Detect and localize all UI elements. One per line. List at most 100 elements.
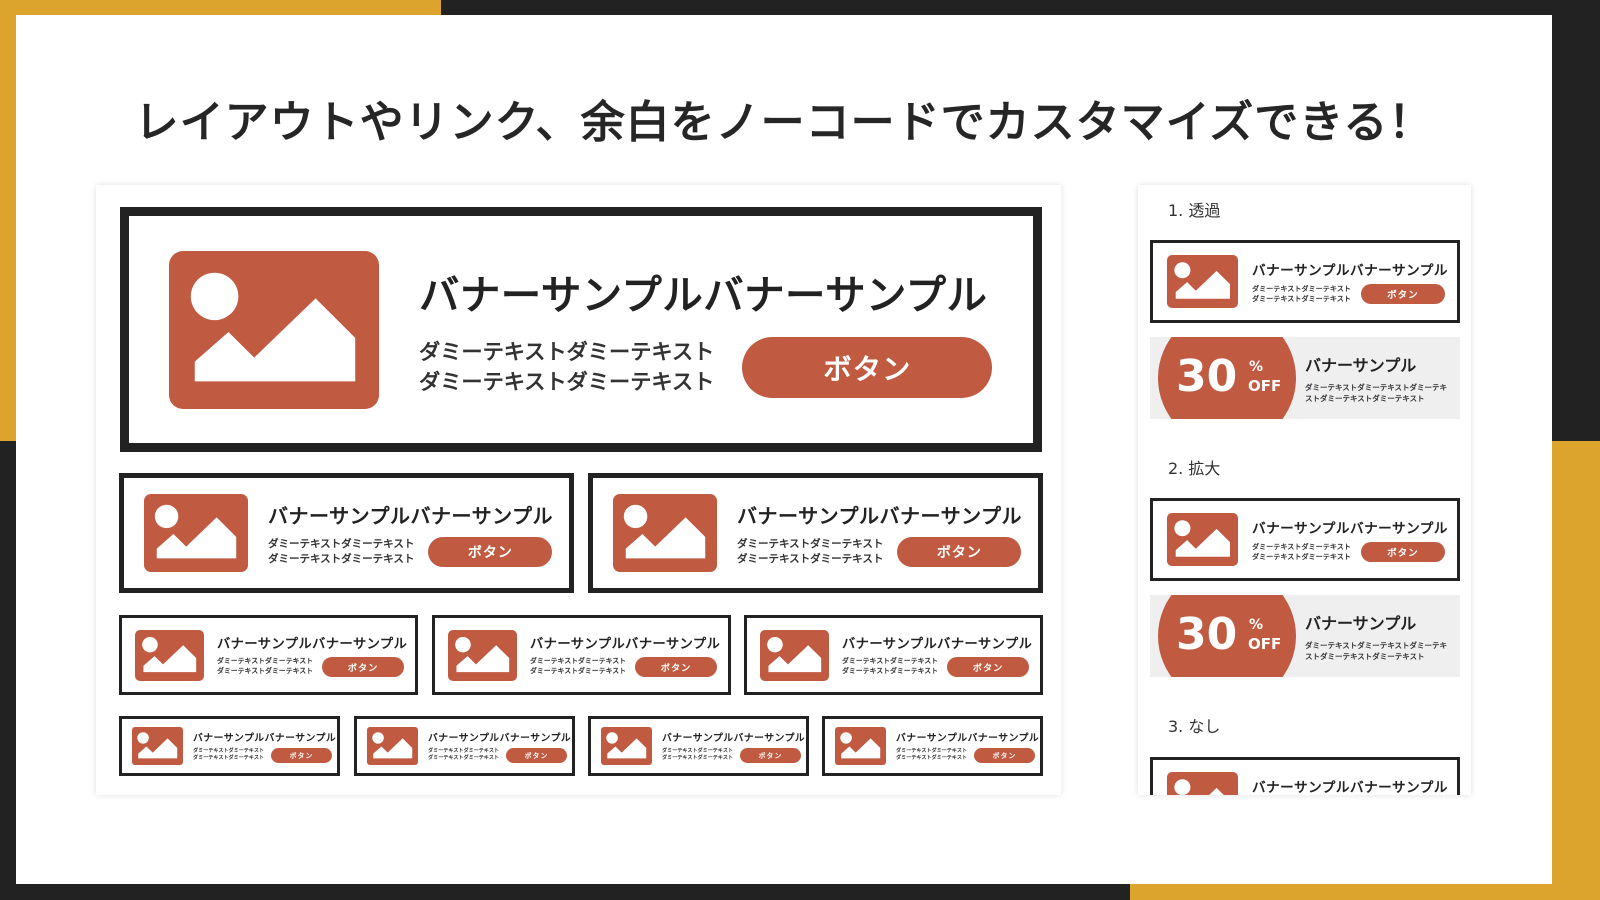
sample-banner[interactable]: バナーサンプルバナーサンプルダミーテキストダミーテキストダミーテキストダミーテキ… xyxy=(120,207,1042,452)
image-placeholder-icon xyxy=(1167,513,1238,566)
sample-banner[interactable]: バナーサンプルバナーサンプルダミーテキストダミーテキストダミーテキストダミーテキ… xyxy=(744,615,1043,695)
frame-top-gold xyxy=(0,0,441,15)
discount-number: 30 xyxy=(1176,351,1238,402)
banner-button[interactable]: ボタン xyxy=(635,657,718,677)
sample-banner[interactable]: バナーサンプルバナーサンプルダミーテキストダミーテキストダミーテキストダミーテキ… xyxy=(119,615,418,695)
sample-banner[interactable]: バナーサンプルバナーサンプルダミーテキストダミーテキストダミーテキストダミーテキ… xyxy=(119,716,340,776)
banner-text-line: ダミーテキストダミーテキスト xyxy=(217,667,314,675)
banner-text-line: ダミーテキストダミーテキスト xyxy=(1252,541,1351,551)
banner-button[interactable]: ボタン xyxy=(1360,284,1445,304)
banner-text-line: ダミーテキストダミーテキスト xyxy=(217,657,314,666)
banner-description: ダミーテキストダミーテキストダミーテキストダミーテキスト xyxy=(662,748,733,763)
section-label-transparent: 1. 透過 xyxy=(1168,201,1221,220)
discount-circle xyxy=(1158,337,1296,419)
sample-banner[interactable]: バナーサンプルバナーサンプルダミーテキストダミーテキストダミーテキストダミーテキ… xyxy=(1150,498,1460,581)
banner-text-line: ダミーテキストダミーテキスト xyxy=(419,369,715,394)
discount-banner[interactable]: 30 % OFF バナーサンプル ダミーテキストダミーテキストダミーテキストダミ… xyxy=(1150,595,1460,677)
banner-button[interactable]: ボタン xyxy=(1360,542,1445,562)
image-placeholder-icon xyxy=(367,727,418,765)
banner-description: ダミーテキストダミーテキストダミーテキストダミーテキスト xyxy=(268,537,414,567)
section-label-none: 3. なし xyxy=(1168,717,1221,736)
banner-button[interactable]: ボタン xyxy=(322,657,405,677)
banner-text-line: ダミーテキストダミーテキスト xyxy=(419,338,715,364)
frame-right-gold xyxy=(1552,441,1600,900)
banner-description: ダミーテキストダミーテキストダミーテキストダミーテキスト xyxy=(1252,284,1351,304)
banner-title: バナーサンプルバナーサンプル xyxy=(428,732,572,744)
banner-description: ダミーテキストダミーテキストダミーテキストダミーテキスト xyxy=(193,748,264,763)
sample-banner[interactable]: バナーサンプルバナーサンプルダミーテキストダミーテキストダミーテキストダミーテキ… xyxy=(588,716,809,776)
image-placeholder-icon xyxy=(613,494,717,572)
banner-text-line: ダミーテキストダミーテキスト xyxy=(530,657,627,666)
frame-right-dark xyxy=(1552,0,1600,441)
banner-button[interactable]: ボタン xyxy=(897,536,1022,567)
sample-banner[interactable]: バナーサンプルバナーサンプルダミーテキストダミーテキストダミーテキストダミーテキ… xyxy=(1150,240,1460,323)
banner-title: バナーサンプルバナーサンプル xyxy=(217,637,408,652)
banner-description: ダミーテキストダミーテキストダミーテキストダミーテキスト xyxy=(428,748,499,763)
frame-left-dark xyxy=(0,441,16,900)
frame-bottom-gold xyxy=(1130,884,1600,900)
banner-text-line: ダミーテキストダミーテキスト xyxy=(896,747,968,754)
image-placeholder-icon xyxy=(760,629,829,681)
banner-description: ダミーテキストダミーテキストダミーテキストダミーテキスト xyxy=(737,537,883,567)
banner-title: バナーサンプルバナーサンプル xyxy=(1252,779,1448,795)
banner-text-line: ダミーテキストダミーテキスト xyxy=(428,747,500,754)
sample-banner[interactable]: バナーサンプルバナーサンプルダミーテキストダミーテキストダミーテキストダミーテキ… xyxy=(119,473,574,593)
banner-button[interactable]: ボタン xyxy=(740,747,802,763)
discount-circle xyxy=(1158,595,1296,677)
banner-title: バナーサンプルバナーサンプル xyxy=(1252,262,1448,279)
banner-title: バナーサンプルバナーサンプル xyxy=(896,732,1040,744)
discount-title: バナーサンプル xyxy=(1305,356,1417,375)
frame-bottom-dark xyxy=(0,884,1130,900)
discount-text: ダミーテキストダミーテキストダミーテキストダミーテキストダミーテキスト xyxy=(1305,383,1448,403)
banner-description: ダミーテキストダミーテキストダミーテキストダミーテキスト xyxy=(842,657,938,677)
banner-text-line: ダミーテキストダミーテキスト xyxy=(193,747,265,754)
banner-button[interactable]: ボタン xyxy=(271,747,333,763)
banner-text-line: ダミーテキストダミーテキスト xyxy=(842,657,939,666)
image-placeholder-icon xyxy=(1167,255,1238,308)
banner-button[interactable]: ボタン xyxy=(947,657,1030,677)
layout-preview-panel: バナーサンプルバナーサンプルダミーテキストダミーテキストダミーテキストダミーテキ… xyxy=(96,185,1061,795)
banner-text-line: ダミーテキストダミーテキスト xyxy=(428,755,500,761)
banner-title: バナーサンプルバナーサンプル xyxy=(737,503,1022,528)
sample-banner[interactable]: バナーサンプルバナーサンプルダミーテキストダミーテキストダミーテキストダミーテキ… xyxy=(822,716,1043,776)
discount-banner[interactable]: 30 % OFF バナーサンプル ダミーテキストダミーテキストダミーテキストダミ… xyxy=(1150,337,1460,419)
image-placeholder-icon xyxy=(448,629,517,681)
margin-options-panel: 1. 透過 2. 拡大 3. なし 30 % OFF バナーサンプル ダミーテキ… xyxy=(1138,185,1471,795)
banner-text-line: ダミーテキストダミーテキスト xyxy=(662,747,734,754)
image-placeholder-icon xyxy=(132,727,183,765)
banner-button[interactable]: ボタン xyxy=(506,747,568,763)
section-label-enlarge: 2. 拡大 xyxy=(1168,459,1221,478)
discount-title: バナーサンプル xyxy=(1305,614,1417,633)
banner-text-line: ダミーテキストダミーテキスト xyxy=(737,537,884,550)
banner-button[interactable]: ボタン xyxy=(428,536,553,567)
banner-title: バナーサンプルバナーサンプル xyxy=(662,732,806,744)
banner-text-line: ダミーテキストダミーテキスト xyxy=(1252,283,1351,293)
sample-banner[interactable]: バナーサンプルバナーサンプルダミーテキストダミーテキストダミーテキストダミーテキ… xyxy=(588,473,1043,593)
banner-description: ダミーテキストダミーテキストダミーテキストダミーテキスト xyxy=(1252,542,1351,562)
discount-text: ダミーテキストダミーテキストダミーテキストダミーテキストダミーテキスト xyxy=(1305,641,1448,661)
banner-title: バナーサンプルバナーサンプル xyxy=(530,637,721,652)
banner-text-line: ダミーテキストダミーテキスト xyxy=(193,755,265,761)
discount-percent: % xyxy=(1249,359,1264,375)
sample-banner[interactable]: バナーサンプルバナーサンプルダミーテキストダミーテキストダミーテキストダミーテキ… xyxy=(354,716,575,776)
image-placeholder-icon xyxy=(135,629,204,681)
banner-description: ダミーテキストダミーテキストダミーテキストダミーテキスト xyxy=(217,657,313,677)
discount-off-label: OFF xyxy=(1248,635,1282,653)
banner-text-line: ダミーテキストダミーテキスト xyxy=(530,667,627,675)
image-placeholder-icon xyxy=(144,494,248,572)
banner-title: バナーサンプルバナーサンプル xyxy=(193,732,337,744)
image-placeholder-icon xyxy=(1167,772,1238,795)
banner-button[interactable]: ボタン xyxy=(742,336,993,398)
banner-text-line: ダミーテキストダミーテキスト xyxy=(896,755,968,761)
discount-number: 30 xyxy=(1176,609,1238,660)
frame-top-dark xyxy=(441,0,1600,15)
banner-description: ダミーテキストダミーテキストダミーテキストダミーテキスト xyxy=(530,657,626,677)
banner-title: バナーサンプルバナーサンプル xyxy=(842,637,1033,652)
banner-title: バナーサンプルバナーサンプル xyxy=(268,503,553,528)
sample-banner[interactable]: バナーサンプルバナーサンプルダミーテキストダミーテキストダミーテキストダミーテキ… xyxy=(432,615,731,695)
sample-banner[interactable]: バナーサンプルバナーサンプルダミーテキストダミーテキストダミーテキストダミーテキ… xyxy=(1150,757,1460,795)
frame-left-gold xyxy=(0,0,16,441)
banner-text-line: ダミーテキストダミーテキスト xyxy=(737,552,884,565)
banner-button[interactable]: ボタン xyxy=(974,747,1036,763)
banner-description: ダミーテキストダミーテキストダミーテキストダミーテキスト xyxy=(896,748,967,763)
